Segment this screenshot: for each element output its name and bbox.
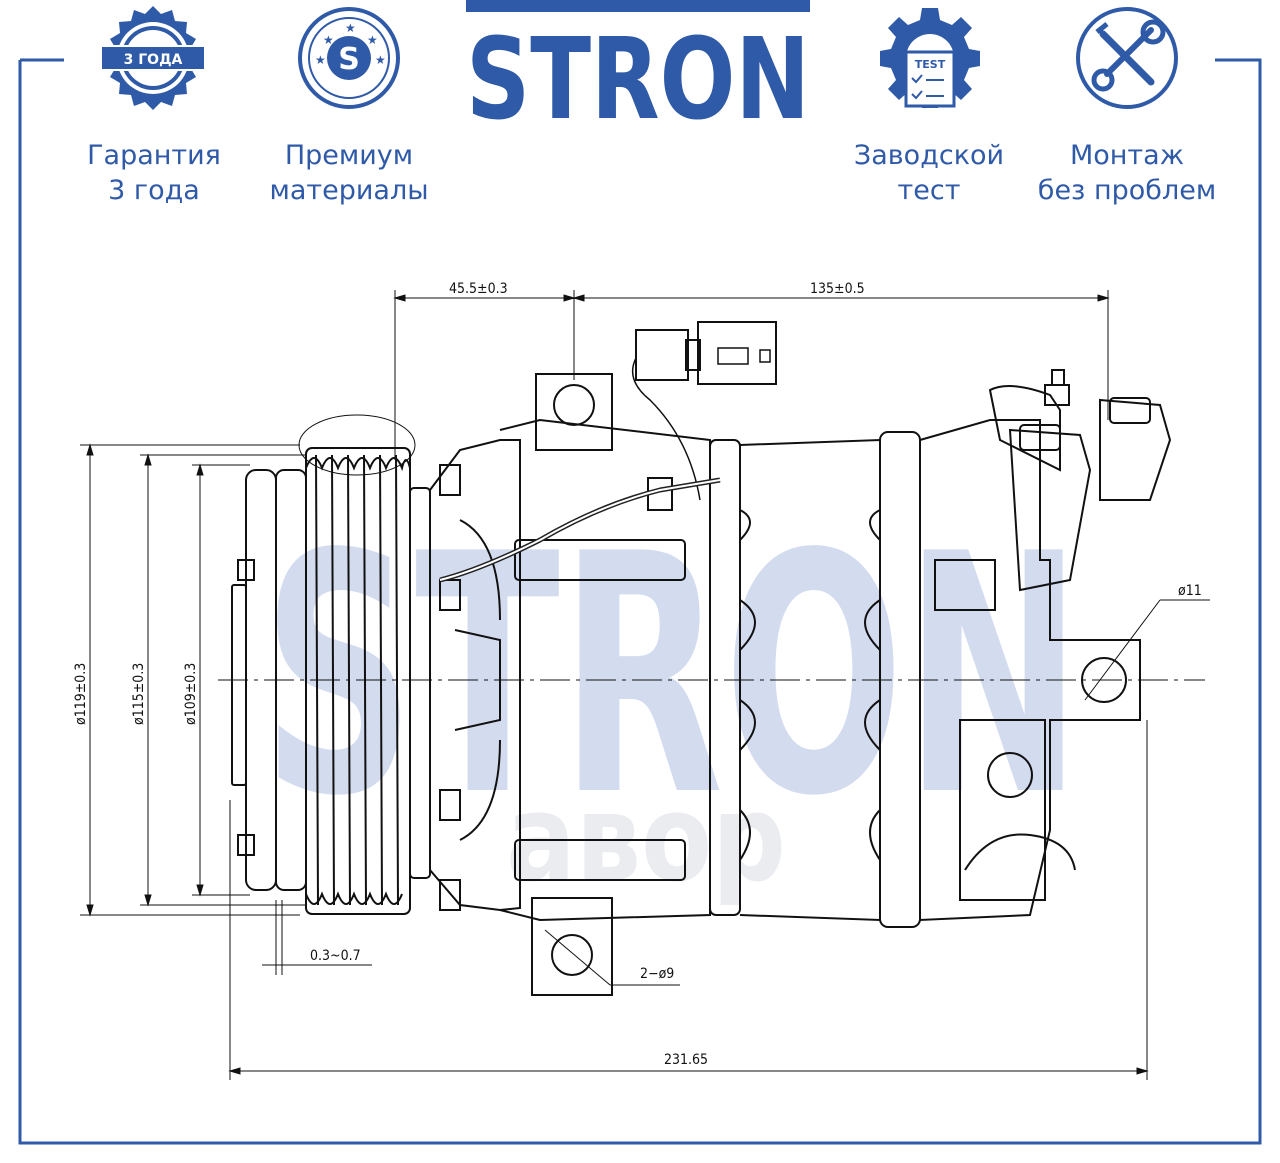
- brand-logo: STRON: [466, 0, 810, 122]
- dim-gap: 0.3~0.7: [310, 948, 361, 964]
- dim-d109: ø109±0.3: [183, 663, 199, 725]
- svg-text:★: ★: [375, 53, 386, 67]
- compressor-drawing: [218, 321, 1205, 996]
- feature-warranty: Гарантия 3 года: [44, 138, 264, 208]
- svg-text:★: ★: [323, 33, 334, 47]
- dim-d115: ø115±0.3: [131, 663, 147, 725]
- seal-badge-icon: 3 ГОДА: [100, 6, 206, 110]
- svg-text:STRON: STRON: [262, 484, 1082, 868]
- pulley: [305, 447, 431, 915]
- svg-text:TEST: TEST: [915, 58, 946, 71]
- svg-text:★: ★: [345, 21, 356, 35]
- feature-warranty-line2: 3 года: [108, 175, 200, 206]
- feature-install-line1: Монтаж: [1069, 140, 1185, 171]
- svg-text:★: ★: [315, 53, 326, 67]
- dimension-labels: 45.5±0.3 135±0.5 ø119±0.3 ø115±0.3 ø109±…: [73, 281, 1202, 1068]
- dim-top-left: 45.5±0.3: [449, 281, 508, 297]
- feature-premium: Премиум материалы: [239, 138, 459, 208]
- gear-test-icon: TEST: [880, 8, 980, 108]
- dim-hole: 2−ø9: [640, 966, 674, 982]
- dim-mount: ø11: [1178, 583, 1202, 599]
- wrench-screwdriver-icon: [1076, 7, 1178, 109]
- feature-test-line2: тест: [897, 175, 961, 206]
- svg-text:★: ★: [367, 33, 378, 47]
- feature-premium-line2: материалы: [269, 175, 429, 206]
- feature-premium-line1: Премиум: [284, 140, 414, 171]
- svg-text:3 ГОДА: 3 ГОДА: [124, 52, 183, 68]
- feature-warranty-line1: Гарантия: [87, 140, 221, 171]
- feature-install-line2: без проблем: [1037, 175, 1217, 206]
- feature-install: Монтаж без проблем: [1017, 138, 1237, 208]
- dim-top-right: 135±0.5: [810, 281, 865, 297]
- feature-test: Заводской тест: [819, 138, 1039, 208]
- svg-text:STRON: STRON: [466, 15, 810, 122]
- dimension-lines: [80, 290, 1210, 1080]
- feature-test-line1: Заводской: [853, 140, 1005, 171]
- dim-total: 231.65: [664, 1052, 708, 1068]
- svg-text:S: S: [338, 42, 360, 77]
- premium-s-icon: S ★ ★ ★ ★ ★: [298, 7, 400, 109]
- dim-d119: ø119±0.3: [73, 663, 89, 725]
